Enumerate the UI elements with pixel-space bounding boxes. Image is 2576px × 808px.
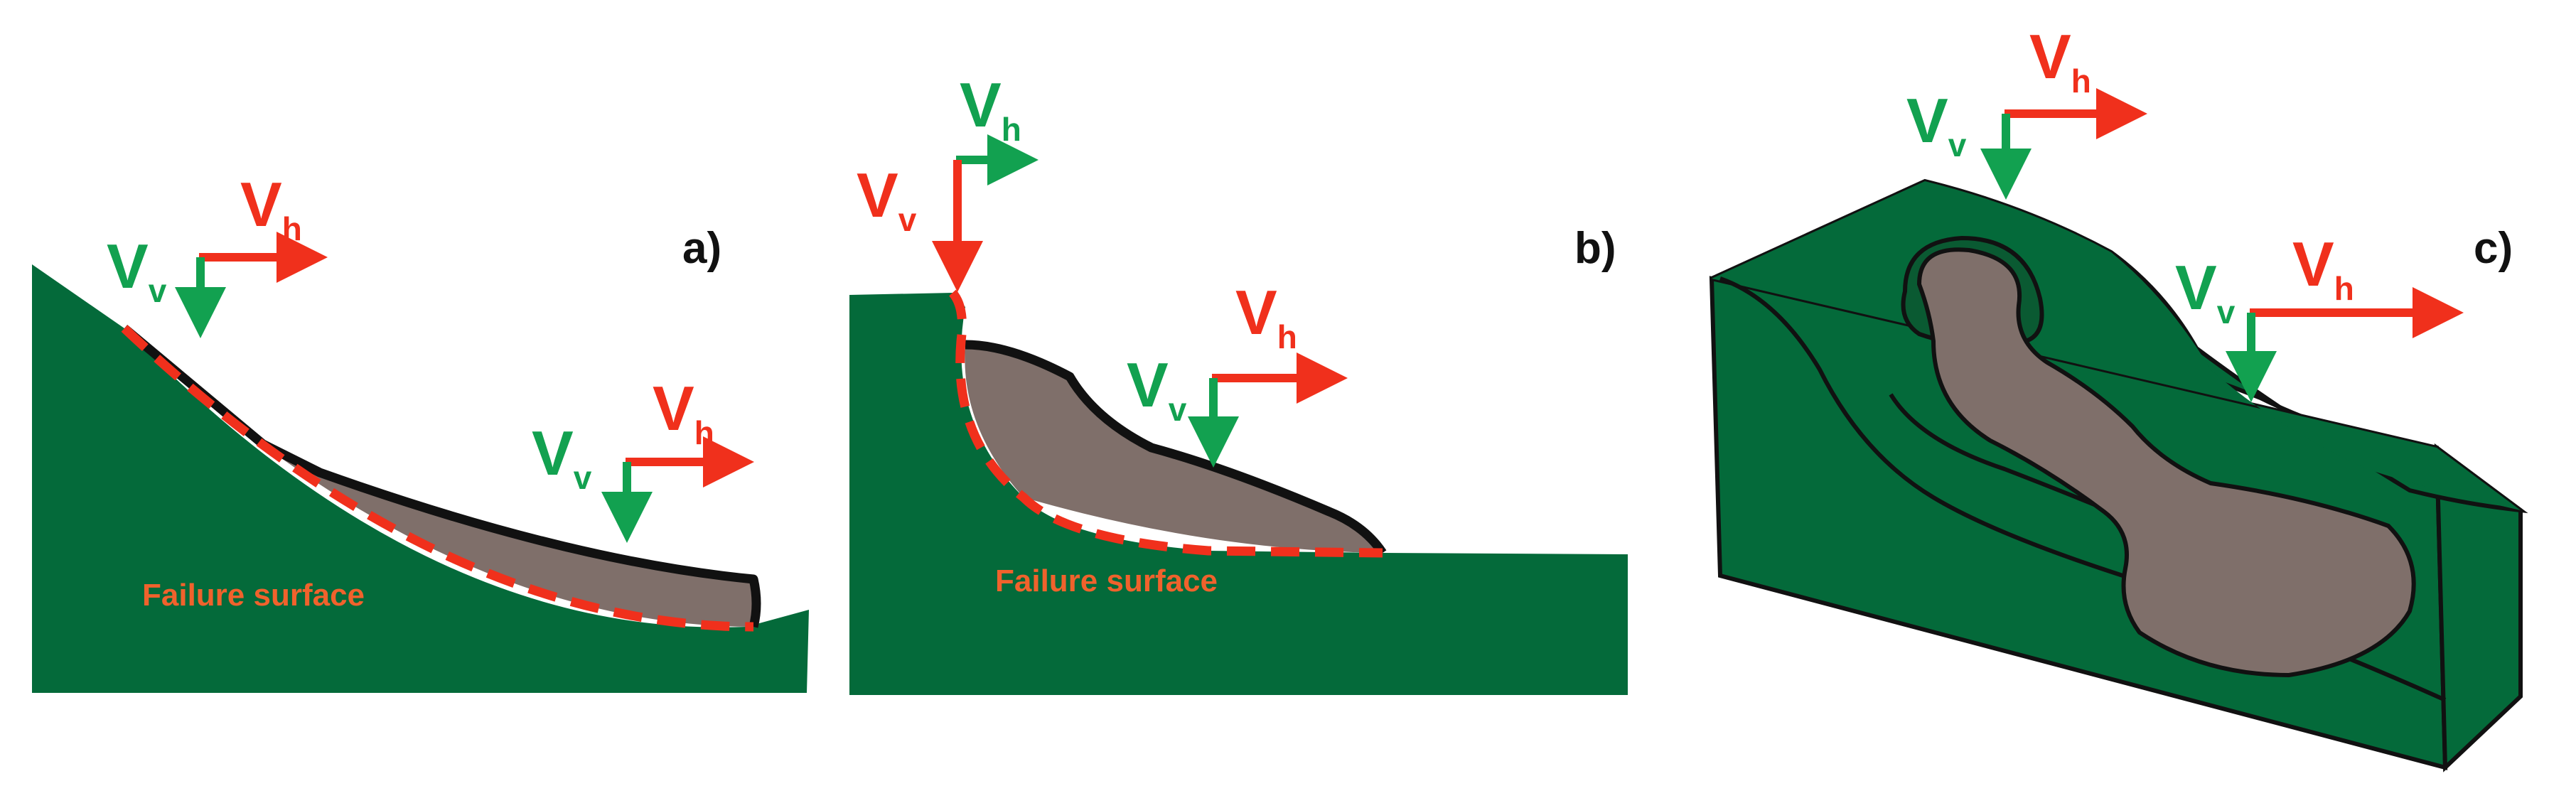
panel-b-failure-label: Failure surface: [995, 564, 1218, 598]
panel-c-vector-upper: Vh Vv: [1906, 21, 2147, 200]
panel-a-failure-label: Failure surface: [142, 578, 365, 613]
panel-c-vector-lower: Vh Vv: [2175, 229, 2464, 402]
panel-c-slide-mass: [1916, 247, 2416, 678]
panel-a-slide-top-outline: [121, 325, 761, 628]
panel-c: c) Vh Vv Vh Vv: [1709, 21, 2528, 772]
panel-a-vector-upper: Vh Vv: [107, 169, 328, 338]
panel-b: Failure surface b) Vh Vv Vh Vv: [849, 70, 1628, 695]
panel-a-slide-mass: [124, 328, 756, 627]
panel-b-slide-top-outline: [965, 340, 1387, 556]
panel-b-vv-label-upper: Vv: [857, 160, 917, 238]
panel-b-slide-mass: [965, 345, 1383, 553]
panel-a-ground: [32, 264, 809, 693]
panel-b-label: b): [1574, 224, 1616, 273]
panel-c-vv-label-lower: Vv: [2175, 252, 2236, 330]
panel-b-vh-label-lower: Vh: [1235, 277, 1297, 355]
panel-a-vv-label-lower: Vv: [532, 418, 592, 496]
panel-b-ground: [849, 293, 1628, 695]
panel-a: Failure surface a) Vh Vv Vh Vv: [32, 169, 809, 693]
panel-c-vv-label-upper: Vv: [1906, 85, 1967, 163]
panel-b-vv-label-lower: Vv: [1127, 350, 1187, 428]
panel-a-label: a): [682, 224, 721, 273]
panel-a-vv-label-upper: Vv: [107, 231, 167, 309]
panel-c-label: c): [2474, 224, 2513, 273]
panel-b-vh-label-upper: Vh: [960, 70, 1021, 148]
panel-a-vector-lower: Vh Vv: [532, 373, 754, 543]
panel-a-vh-label-lower: Vh: [653, 373, 714, 451]
panel-a-failure-surface: [121, 325, 754, 632]
panel-b-vector-lower: Vh Vv: [1127, 277, 1348, 468]
panel-c-vh-label-upper: Vh: [2029, 21, 2091, 99]
panel-c-vh-label-lower: Vh: [2292, 229, 2354, 307]
panel-b-vector-upper: Vh Vv: [857, 70, 1039, 292]
panel-a-vh-label-upper: Vh: [240, 169, 302, 247]
panel-b-failure-surface: [948, 289, 1383, 558]
